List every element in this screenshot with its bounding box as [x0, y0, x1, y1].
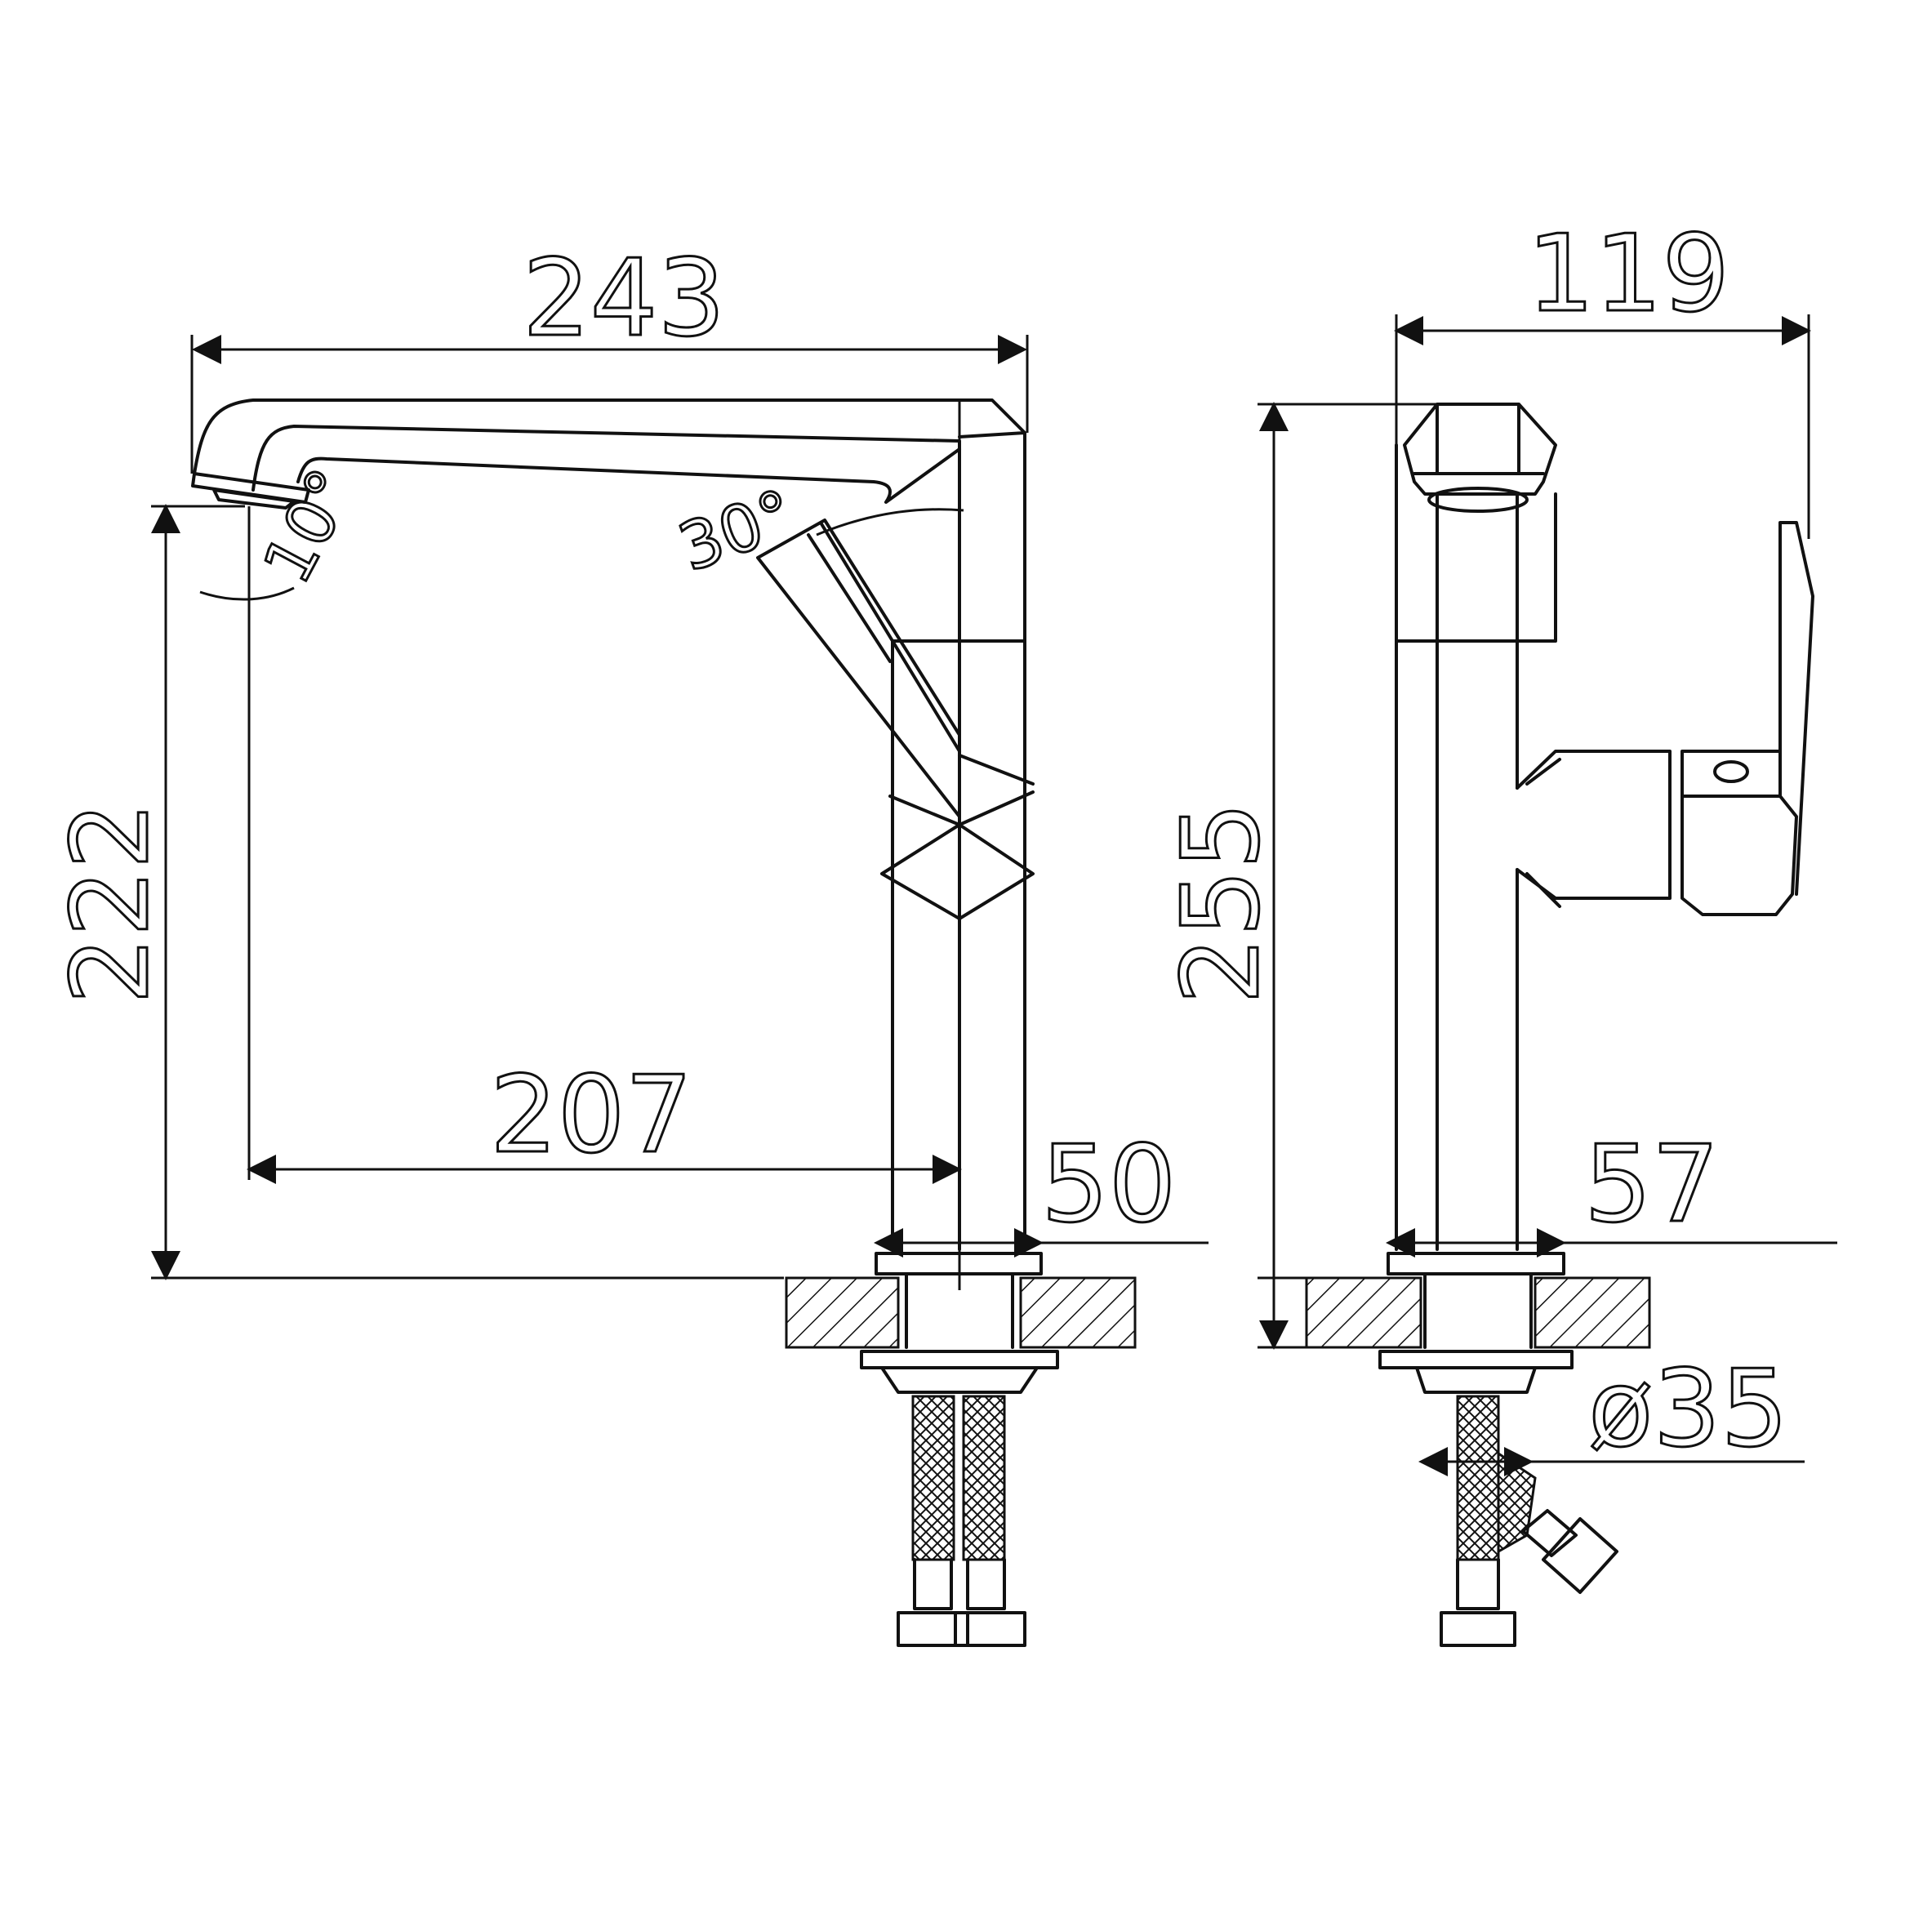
- label-255: 255: [1159, 802, 1283, 1004]
- side-arm: [1516, 750, 1672, 908]
- side-head: [1403, 403, 1557, 496]
- countertop-side-right: [1534, 1276, 1651, 1349]
- side-view: 119 255 57 ø35: [1158, 211, 1837, 1647]
- spout-underside: [296, 447, 961, 504]
- countertop-right: [1019, 1276, 1137, 1349]
- arc-30deg: [816, 508, 964, 536]
- label-50: 50: [1041, 1122, 1176, 1246]
- hose-right: [962, 1395, 1006, 1561]
- countertop-side-left: [1305, 1276, 1422, 1349]
- front-view: 243 222 207 50 10° 30°: [47, 235, 1209, 1647]
- side-aerator: [1427, 487, 1529, 513]
- lever: [756, 519, 961, 818]
- label-243: 243: [523, 236, 725, 360]
- label-30deg: 30°: [670, 475, 804, 586]
- side-hose-straight: [1456, 1395, 1500, 1561]
- front-base: [860, 1252, 1059, 1394]
- side-base: [1378, 1252, 1574, 1394]
- label-57: 57: [1584, 1122, 1719, 1246]
- aerator: [191, 472, 310, 510]
- label-10deg: 10°: [249, 457, 371, 595]
- label-222: 222: [48, 802, 172, 1004]
- countertop-left: [785, 1276, 900, 1349]
- body-diamond: [880, 754, 1035, 920]
- spout-inner: [252, 425, 961, 1251]
- label-35: ø35: [1588, 1347, 1788, 1471]
- side-hose-fittings: [1440, 1509, 1618, 1647]
- hose-fittings: [897, 1558, 1026, 1647]
- spout-outline: [193, 398, 1026, 1251]
- label-207: 207: [490, 1053, 692, 1177]
- hose-left: [911, 1395, 955, 1561]
- side-lever: [1680, 521, 1814, 916]
- side-body: [1395, 443, 1557, 1251]
- arc-10deg: [199, 586, 295, 601]
- side-lever-dot: [1713, 760, 1749, 783]
- label-119: 119: [1527, 211, 1729, 336]
